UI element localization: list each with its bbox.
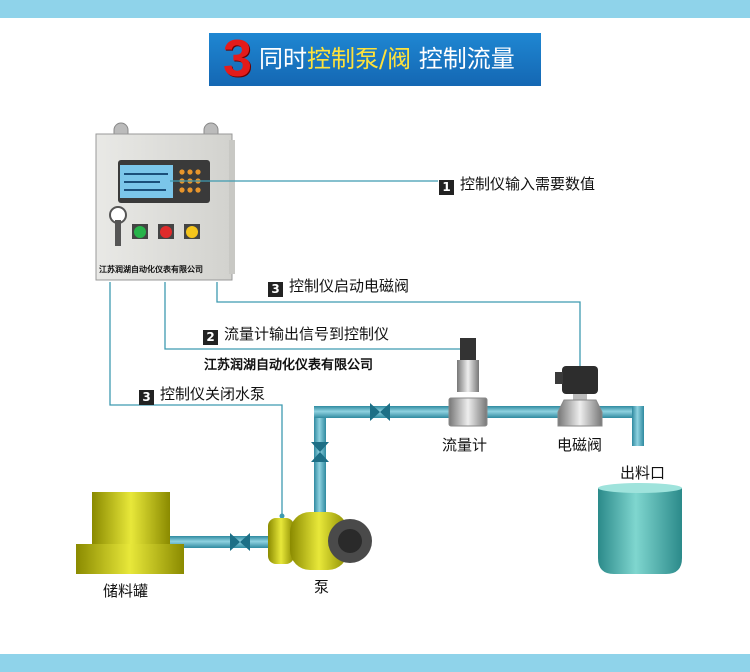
control-cabinet	[95, 122, 235, 281]
title-prefix: 同时	[259, 45, 307, 73]
signal-wires	[109, 180, 581, 516]
top-banner-bar	[0, 0, 750, 18]
green-button-icon	[134, 226, 146, 238]
storage-tank	[76, 492, 184, 574]
pump-device	[268, 512, 372, 570]
bottom-banner-bar	[0, 654, 750, 672]
valve-label: 电磁阀	[557, 436, 603, 454]
outlet-label: 出料口	[620, 464, 666, 482]
tank-label: 储料罐	[103, 582, 149, 600]
cabinet-label: 江苏润湖自动化仪表有限公司	[99, 264, 203, 274]
company-name: 江苏润湖自动化仪表有限公司	[204, 358, 374, 373]
title-highlight: 控制泵/阀	[307, 45, 412, 73]
title-suffix: 控制流量	[411, 45, 515, 73]
pump-label: 泵	[314, 578, 330, 596]
inline-valve-icons	[230, 403, 390, 551]
pipes	[170, 406, 644, 548]
title-banner: 3 同时控制泵/阀 控制流量	[209, 30, 541, 88]
flowmeter-device	[448, 338, 488, 427]
title-step-number: 3	[223, 30, 252, 88]
red-button-icon	[160, 226, 172, 238]
outlet-tank	[598, 483, 682, 574]
flowmeter-label: 流量计	[442, 436, 488, 454]
solenoid-valve-device	[555, 366, 603, 427]
title-text: 同时控制泵/阀 控制流量	[259, 44, 515, 74]
yellow-button-icon	[186, 226, 198, 238]
